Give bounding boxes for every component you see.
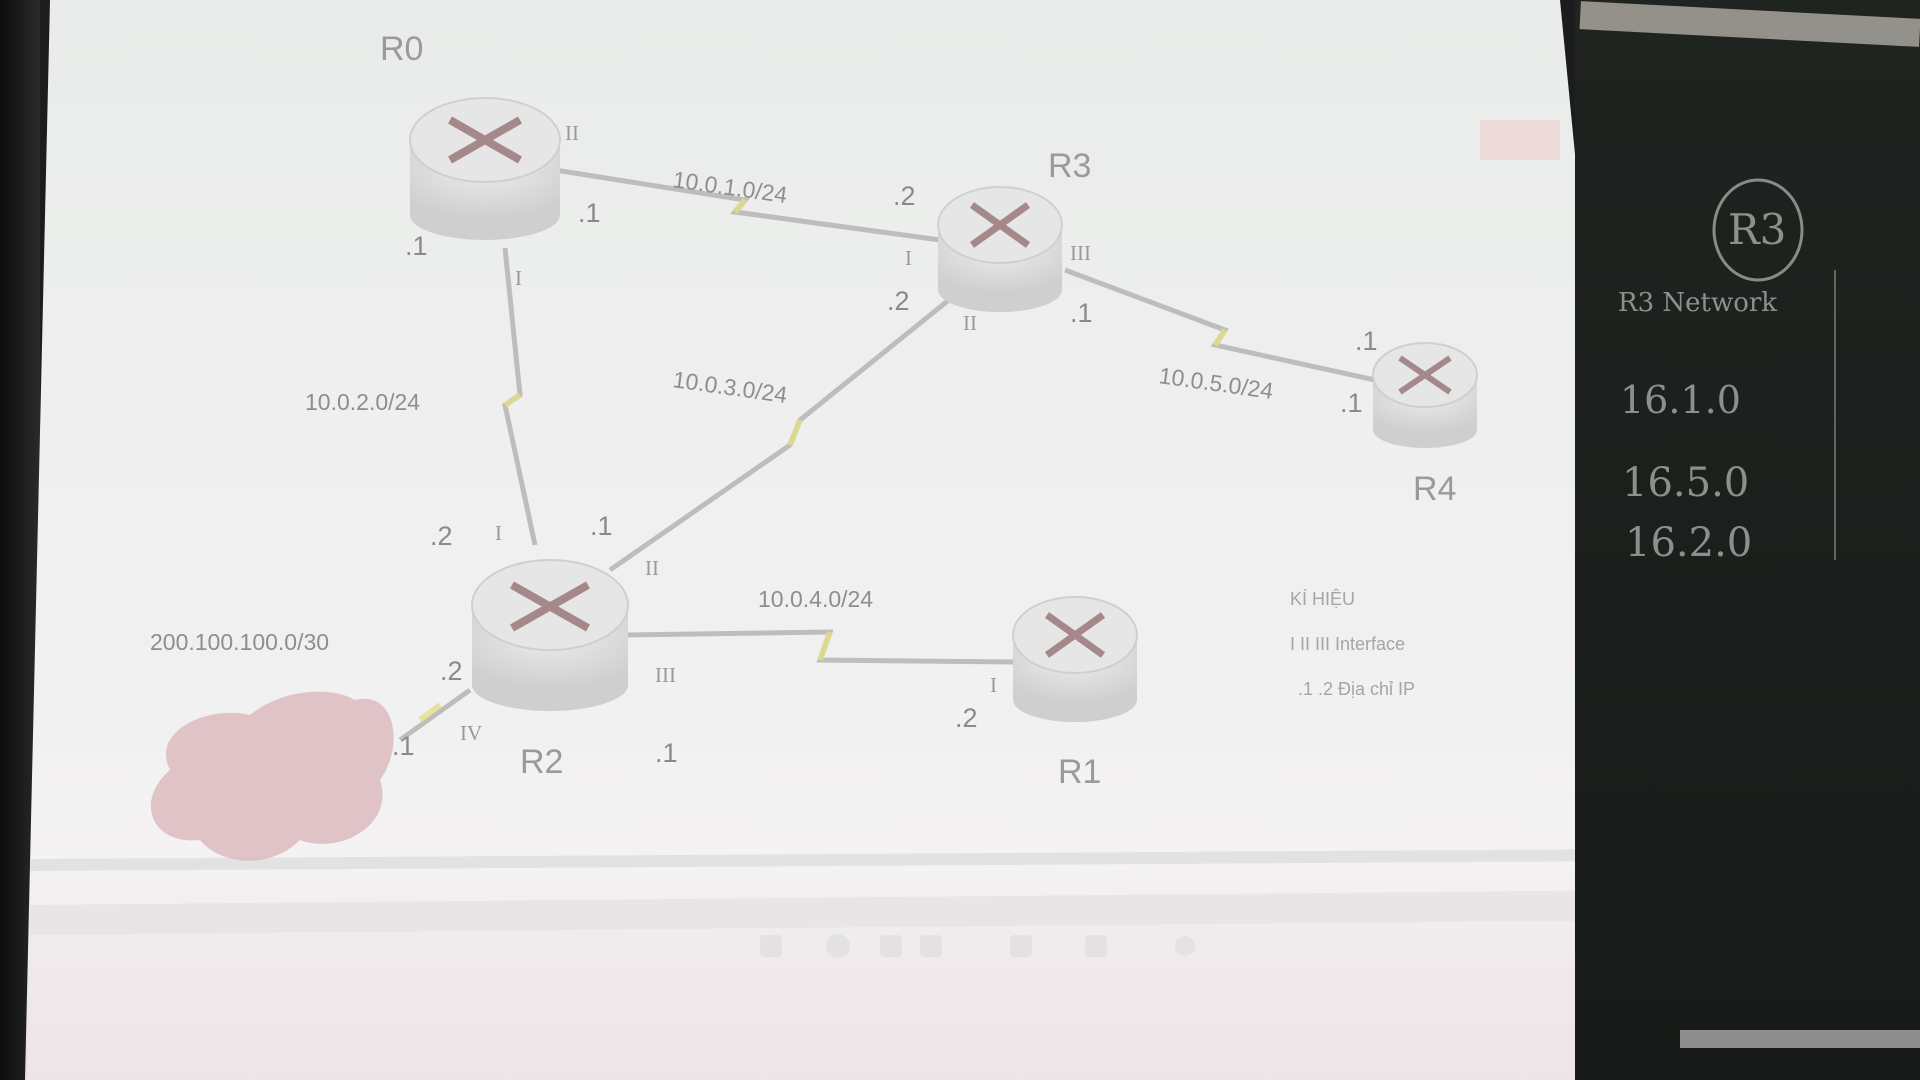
interface-label: I: [905, 246, 912, 270]
chalk-row: 16.1.0: [1620, 378, 1741, 422]
host-id: .2: [955, 703, 978, 733]
legend-line: I II III Interface: [1290, 634, 1405, 654]
router-r1-icon: [1012, 596, 1138, 722]
legend-line: .1 .2 Địa chỉ IP: [1298, 679, 1415, 699]
router-label-r4: R4: [1413, 470, 1456, 508]
network-label-10-0-2: 10.0.2.0/24: [305, 389, 420, 415]
host-id: .1: [1355, 326, 1378, 356]
chalk-ledge: [1680, 1030, 1920, 1048]
router-label-r1: R1: [1058, 753, 1101, 791]
host-id: .1: [1340, 388, 1363, 418]
chalk-row: 16.2.0: [1625, 520, 1753, 566]
interface-label: II: [963, 311, 977, 335]
network-label-200-100: 200.100.100.0/30: [150, 629, 329, 655]
router-label-r3: R3: [1048, 147, 1091, 185]
host-id-labels: .1 .1 .2 .2 .1 .1 .1 .2 .1 .2 .1 .1 .2: [392, 181, 1378, 768]
network-label-10-0-4: 10.0.4.0/24: [758, 586, 873, 612]
interface-label: I: [495, 521, 502, 545]
host-id: .1: [1070, 298, 1093, 328]
host-id: .2: [893, 181, 916, 211]
router-label-r2: R2: [520, 743, 563, 781]
host-id: .2: [440, 656, 463, 686]
host-id: .1: [655, 738, 678, 768]
host-id: .1: [405, 231, 428, 261]
serial-link-markers: [418, 198, 1228, 723]
interface-label: III: [655, 663, 676, 687]
host-id: .2: [887, 286, 910, 316]
legend-title: KÍ HIỆU: [1290, 589, 1355, 609]
chalk-header: R3 Network: [1618, 288, 1778, 318]
router-r4-icon: [1372, 342, 1478, 448]
legend: KÍ HIỆU I II III Interface .1 .2 Địa chỉ…: [1290, 589, 1415, 699]
router-r2-icon: [471, 559, 629, 711]
interface-label: III: [1070, 241, 1091, 265]
interface-label: II: [565, 121, 579, 145]
link-r2-cloud: [398, 687, 472, 743]
interface-label: II: [645, 556, 659, 580]
chalk-circled-label: R3: [1728, 205, 1787, 254]
internet-cloud: [150, 691, 394, 861]
host-id: .1: [590, 511, 613, 541]
taskbar: [760, 934, 1195, 958]
host-id: .1: [578, 198, 601, 228]
host-id: .1: [392, 731, 415, 761]
chalk-row: 16.5.0: [1622, 460, 1750, 506]
router-r3-icon: [937, 186, 1063, 312]
interface-label: I: [990, 673, 997, 697]
host-id: .2: [430, 521, 453, 551]
interface-label: I: [515, 266, 522, 290]
router-r0-icon: [409, 97, 561, 240]
router-label-r0: R0: [380, 30, 423, 68]
interface-label: IV: [460, 721, 482, 745]
interface-labels: II I I III II I II III IV I: [460, 121, 1091, 745]
